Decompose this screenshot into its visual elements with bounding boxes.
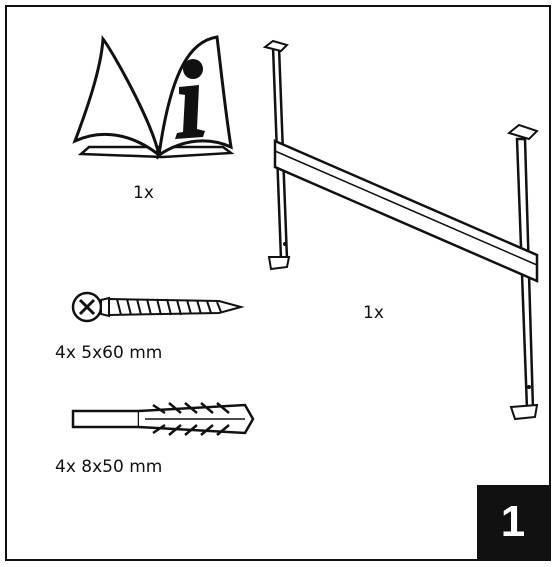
manual-quantity: 1x [133, 183, 154, 203]
step-number: 1 [500, 497, 526, 546]
wall-plug-icon [71, 402, 255, 436]
screw-icon [71, 291, 245, 323]
anchor-quantity: 4x 8x50 mm [55, 457, 163, 477]
step-panel: i 1x 1x 4x 5x60 mm 4x 8x50 mm 1 [5, 5, 551, 561]
step-number-badge: 1 [477, 485, 549, 559]
screw-quantity: 4x 5x60 mm [55, 343, 163, 363]
info-manual-icon: i [72, 35, 235, 160]
mounting-rail-icon [262, 39, 539, 421]
rail-quantity: 1x [363, 303, 384, 323]
